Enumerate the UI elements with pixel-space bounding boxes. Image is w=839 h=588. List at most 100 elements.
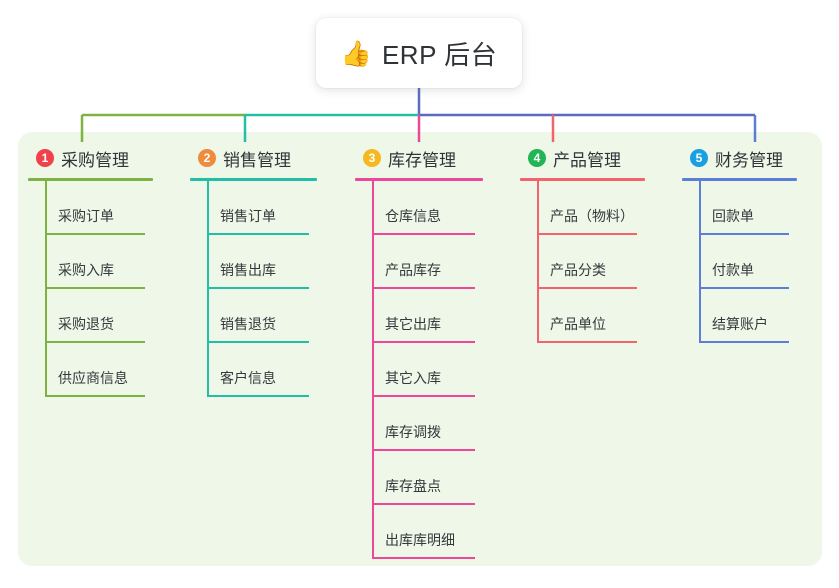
- branch-item[interactable]: 产品分类: [510, 235, 670, 289]
- branch-item[interactable]: 付款单: [672, 235, 822, 289]
- branch-item-underline: [372, 287, 475, 289]
- branch-title: 销售管理: [223, 150, 291, 170]
- branch-item-underline: [45, 395, 145, 397]
- branch-number-badge: 5: [690, 149, 708, 167]
- thumbs-up-icon: 👍: [340, 38, 372, 68]
- branch-item[interactable]: 出库库明细: [345, 505, 508, 559]
- branch-item-label: 回款单: [712, 208, 754, 224]
- branch-item-label: 产品分类: [550, 262, 606, 278]
- branch-column-1: 1 采购管理采购订单采购入库采购退货供应商信息: [18, 145, 178, 397]
- branch-title: 采购管理: [61, 150, 129, 170]
- branch-header[interactable]: 4 产品管理: [510, 145, 670, 171]
- branch-item[interactable]: 产品（物料）: [510, 181, 670, 235]
- branch-item-label: 采购退货: [58, 316, 114, 332]
- branch-item-underline: [207, 287, 309, 289]
- branch-item-underline: [372, 341, 475, 343]
- branch-item[interactable]: 库存调拨: [345, 397, 508, 451]
- branch-item[interactable]: 结算账户: [672, 289, 822, 343]
- branch-header[interactable]: 5 财务管理: [672, 145, 822, 171]
- branch-item-label: 其它出库: [385, 316, 441, 332]
- branch-item[interactable]: 其它入库: [345, 343, 508, 397]
- branch-number-badge: 4: [528, 149, 546, 167]
- branches-panel: [18, 132, 822, 566]
- branch-trunk-line: [699, 181, 701, 343]
- branch-item-underline: [372, 503, 475, 505]
- branch-item-label: 客户信息: [220, 370, 276, 386]
- branch-number-badge: 1: [36, 149, 54, 167]
- branch-item[interactable]: 采购入库: [18, 235, 178, 289]
- branch-item-underline: [699, 233, 789, 235]
- branch-item-list: 采购订单采购入库采购退货供应商信息: [18, 181, 178, 397]
- branch-item-label: 仓库信息: [385, 208, 441, 224]
- branch-header[interactable]: 2 销售管理: [180, 145, 342, 171]
- root-node-title: ERP 后台: [381, 39, 498, 70]
- branch-item-label: 其它入库: [385, 370, 441, 386]
- branch-underline: [190, 178, 317, 181]
- branch-trunk-line: [45, 181, 47, 397]
- branch-item-underline: [699, 287, 789, 289]
- branch-item-label: 付款单: [712, 262, 754, 278]
- branch-title: 产品管理: [553, 150, 621, 170]
- branch-item-label: 产品库存: [385, 262, 441, 278]
- branch-item-underline: [45, 287, 145, 289]
- branch-trunk-line: [207, 181, 209, 397]
- branch-title: 库存管理: [388, 150, 456, 170]
- branch-item-label: 库存盘点: [385, 478, 441, 494]
- branch-item-list: 仓库信息产品库存其它出库其它入库库存调拨库存盘点出库库明细: [345, 181, 508, 559]
- branch-item-list: 产品（物料） 产品分类产品单位: [510, 181, 670, 343]
- branch-underline: [682, 178, 797, 181]
- branch-item[interactable]: 其它出库: [345, 289, 508, 343]
- branch-item-list: 回款单付款单结算账户: [672, 181, 822, 343]
- branch-item[interactable]: 产品单位: [510, 289, 670, 343]
- branch-column-5: 5 财务管理回款单付款单结算账户: [672, 145, 822, 343]
- root-node-card[interactable]: 👍 ERP 后台: [316, 18, 522, 88]
- branch-underline: [28, 178, 153, 181]
- branch-item-underline: [207, 341, 309, 343]
- branch-number-badge: 2: [198, 149, 216, 167]
- branch-item[interactable]: 采购退货: [18, 289, 178, 343]
- branch-column-2: 2 销售管理销售订单销售出库销售退货客户信息: [180, 145, 342, 397]
- branch-item-underline: [207, 233, 309, 235]
- branch-item-label: 采购入库: [58, 262, 114, 278]
- branch-header[interactable]: 3 库存管理: [345, 145, 508, 171]
- branch-item-underline: [699, 341, 789, 343]
- branch-item[interactable]: 产品库存: [345, 235, 508, 289]
- branch-item-underline: [372, 233, 475, 235]
- branch-header[interactable]: 1 采购管理: [18, 145, 178, 171]
- branch-item-label: 产品单位: [550, 316, 606, 332]
- branch-item[interactable]: 销售出库: [180, 235, 342, 289]
- branch-item-label: 库存调拨: [385, 424, 441, 440]
- branch-item[interactable]: 采购订单: [18, 181, 178, 235]
- branch-item-underline: [372, 449, 475, 451]
- branch-trunk-line: [372, 181, 374, 559]
- branch-item[interactable]: 销售订单: [180, 181, 342, 235]
- branch-item-label: 出库库明细: [385, 532, 455, 548]
- branch-item-label: 产品（物料）: [550, 208, 634, 224]
- branch-column-4: 4 产品管理产品（物料） 产品分类产品单位: [510, 145, 670, 343]
- branch-item-label: 销售出库: [220, 262, 276, 278]
- branch-item-label: 供应商信息: [58, 370, 128, 386]
- branch-underline: [355, 178, 483, 181]
- branch-item-label: 销售订单: [220, 208, 276, 224]
- branch-item[interactable]: 销售退货: [180, 289, 342, 343]
- branch-item[interactable]: 供应商信息: [18, 343, 178, 397]
- branch-item-label: 结算账户: [712, 316, 768, 332]
- branch-trunk-line: [537, 181, 539, 343]
- branch-item-underline: [537, 287, 637, 289]
- branch-number-badge: 3: [363, 149, 381, 167]
- branch-item-list: 销售订单销售出库销售退货客户信息: [180, 181, 342, 397]
- branch-item-underline: [372, 557, 475, 559]
- branch-title: 财务管理: [715, 150, 783, 170]
- branch-item-label: 销售退货: [220, 316, 276, 332]
- branch-item-underline: [207, 395, 309, 397]
- branch-underline: [520, 178, 645, 181]
- branch-item-label: 采购订单: [58, 208, 114, 224]
- branch-item[interactable]: 客户信息: [180, 343, 342, 397]
- branch-item[interactable]: 库存盘点: [345, 451, 508, 505]
- branch-item[interactable]: 回款单: [672, 181, 822, 235]
- branch-item[interactable]: 仓库信息: [345, 181, 508, 235]
- branch-column-3: 3 库存管理仓库信息产品库存其它出库其它入库库存调拨库存盘点出库库明细: [345, 145, 508, 559]
- branch-item-underline: [537, 341, 637, 343]
- branch-item-underline: [537, 233, 637, 235]
